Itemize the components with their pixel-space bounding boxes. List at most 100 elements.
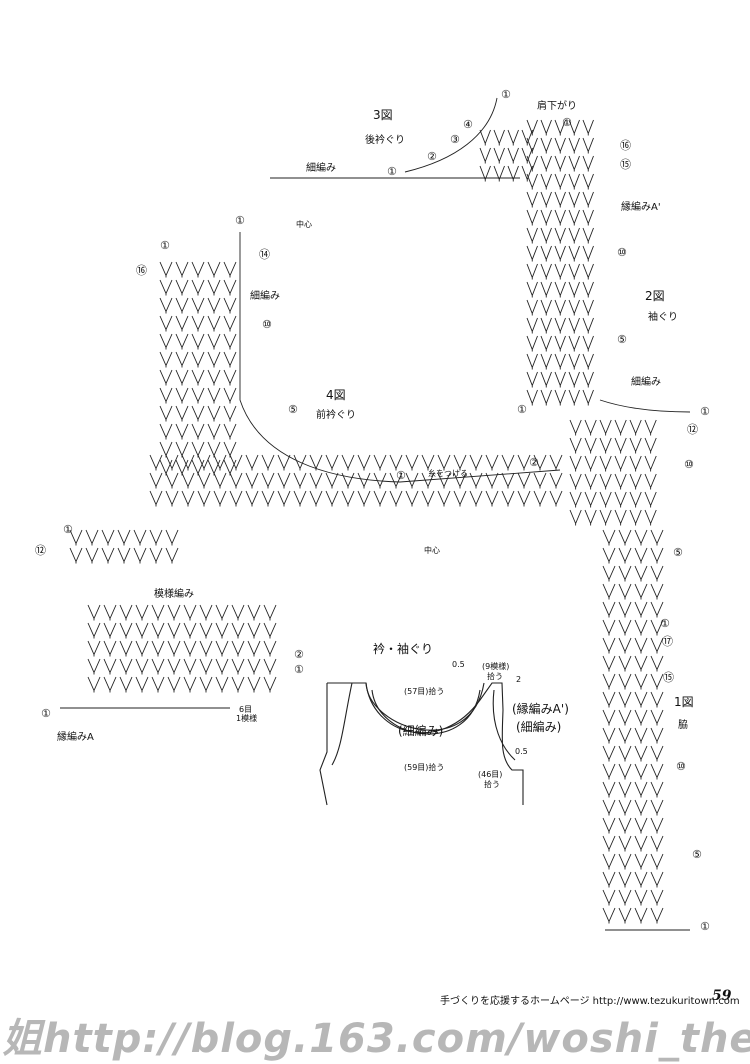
- stitch-v: [526, 317, 538, 334]
- stitch-v: [469, 490, 483, 507]
- stitch-v: [554, 263, 566, 280]
- stitch-v: [215, 640, 229, 657]
- stitch-v: [602, 907, 616, 924]
- stitch-v: [618, 871, 632, 888]
- stitch-v: [191, 405, 205, 422]
- stitch-v: [223, 369, 237, 386]
- marker-r-12: ⑫: [687, 423, 698, 436]
- stitch-v: [341, 490, 355, 507]
- stitch-v: [191, 387, 205, 404]
- stitch-v: [207, 261, 221, 278]
- stitch-v: [618, 583, 632, 600]
- stitch-v: [569, 509, 582, 526]
- neck-curve-inner: [371, 689, 481, 735]
- stitch-v: [149, 529, 163, 546]
- armhole-right: [492, 689, 516, 761]
- stitch-v: [554, 119, 566, 136]
- stitch-v: [245, 472, 259, 489]
- marker-fig3-4: ④: [463, 118, 473, 131]
- stitch-v: [629, 491, 642, 508]
- stitch-v: [533, 490, 547, 507]
- stitch-v: [568, 335, 580, 352]
- stitch-v: [389, 454, 403, 471]
- stitch-v: [247, 676, 261, 693]
- stitch-v: [507, 129, 519, 146]
- armhole-edge: [599, 399, 691, 413]
- stitch-v: [540, 119, 552, 136]
- stitch-v: [165, 547, 179, 564]
- stitch-v: [261, 490, 275, 507]
- watermark-text: 姐http://blog.163.com/woshi_the: [2, 1016, 750, 1062]
- stitch-v: [389, 490, 403, 507]
- stitch-v: [501, 490, 515, 507]
- stitch-v: [309, 490, 323, 507]
- ito-label: 糸をつける: [428, 469, 468, 478]
- stitch-v: [485, 454, 499, 471]
- stitch-v: [215, 658, 229, 675]
- stitch-v: [207, 405, 221, 422]
- stitch-v: [207, 279, 221, 296]
- stitch-v: [197, 472, 211, 489]
- center-top-label: 中心: [296, 220, 312, 229]
- stitch-v: [119, 640, 133, 657]
- stitch-v: [247, 658, 261, 675]
- stitch-v: [644, 473, 657, 490]
- stitch-v: [599, 419, 612, 436]
- fig4-subtitle: 前衿ぐり: [316, 410, 356, 421]
- stitch-v: [650, 835, 664, 852]
- stitch-v: [341, 472, 355, 489]
- stitch-v: [175, 315, 189, 332]
- stitch-v: [540, 191, 552, 208]
- stitch-v: [629, 419, 642, 436]
- stitch-v: [650, 565, 664, 582]
- stitch-v: [569, 491, 582, 508]
- stitch-v: [602, 799, 616, 816]
- stitch-v: [223, 315, 237, 332]
- marker-fig4-5: ⑤: [288, 403, 298, 416]
- stitch-v: [569, 455, 582, 472]
- stitch-v: [650, 853, 664, 870]
- stitch-v: [644, 491, 657, 508]
- stitch-v: [549, 472, 563, 489]
- stitch-v: [554, 137, 566, 154]
- stitch-v: [197, 490, 211, 507]
- stitch-v: [634, 889, 648, 906]
- marker-15: ⑮: [620, 158, 631, 171]
- marker-10: ⑩: [617, 246, 627, 259]
- stitch-v: [213, 490, 227, 507]
- stitch-v: [554, 281, 566, 298]
- stitch-v: [175, 387, 189, 404]
- stitch-v: [614, 473, 627, 490]
- stitch-v: [634, 619, 648, 636]
- stitch-v: [540, 155, 552, 172]
- stitch-v: [584, 473, 597, 490]
- stitch-v: [650, 601, 664, 618]
- stitch-v: [568, 137, 580, 154]
- moku-59: (59目)拾う: [404, 763, 445, 772]
- stitch-v: [568, 389, 580, 406]
- stitch-v: [634, 727, 648, 744]
- stitch-v: [554, 353, 566, 370]
- stitch-v: [554, 209, 566, 226]
- stitch-v: [485, 490, 499, 507]
- stitch-v: [618, 619, 632, 636]
- stitch-v: [175, 369, 189, 386]
- stitch-v: [602, 691, 616, 708]
- stitch-v: [87, 622, 101, 639]
- marker-fig4-16: ⑯: [136, 264, 147, 277]
- stitch-v: [618, 529, 632, 546]
- stitch-v: [584, 455, 597, 472]
- stitch-v: [479, 165, 491, 182]
- stitch-v: [521, 147, 533, 164]
- marker-s-10: ⑩: [676, 760, 686, 773]
- stitch-v: [207, 423, 221, 440]
- back-neck-edge: [404, 97, 498, 173]
- stitch-v: [618, 601, 632, 618]
- saiami-fig4-label: 細編み: [250, 291, 280, 302]
- val-05a: 0.5: [452, 660, 465, 669]
- val-2: 2: [516, 675, 522, 684]
- stitch-v: [479, 129, 491, 146]
- stitch-v: [602, 529, 616, 546]
- stitch-v: [175, 405, 189, 422]
- stitch-v: [540, 227, 552, 244]
